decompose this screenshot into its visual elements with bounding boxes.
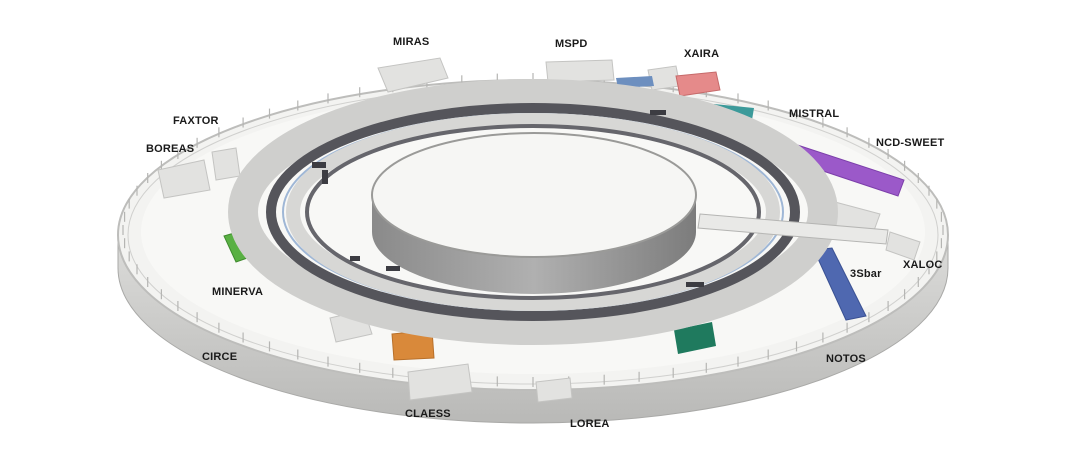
label-3sbar: 3Sbar — [850, 268, 882, 280]
label-miras: MIRAS — [393, 36, 429, 48]
label-notos: NOTOS — [826, 353, 866, 365]
xaira-hutch — [676, 72, 720, 96]
label-lorea: LOREA — [570, 418, 610, 430]
label-minerva: MINERVA — [212, 286, 263, 298]
label-mspd: MSPD — [555, 38, 588, 50]
label-circe: CIRCE — [202, 351, 237, 363]
label-faxtor: FAXTOR — [173, 115, 219, 127]
inner-courtyard — [372, 133, 696, 294]
label-mistral: MISTRAL — [789, 108, 839, 120]
label-boreas: BOREAS — [146, 143, 194, 155]
label-claess: CLAESS — [405, 408, 451, 420]
label-xaira: XAIRA — [684, 48, 719, 60]
label-ncd-sweet: NCD-SWEET — [876, 137, 944, 149]
label-xaloc: XALOC — [903, 259, 943, 271]
